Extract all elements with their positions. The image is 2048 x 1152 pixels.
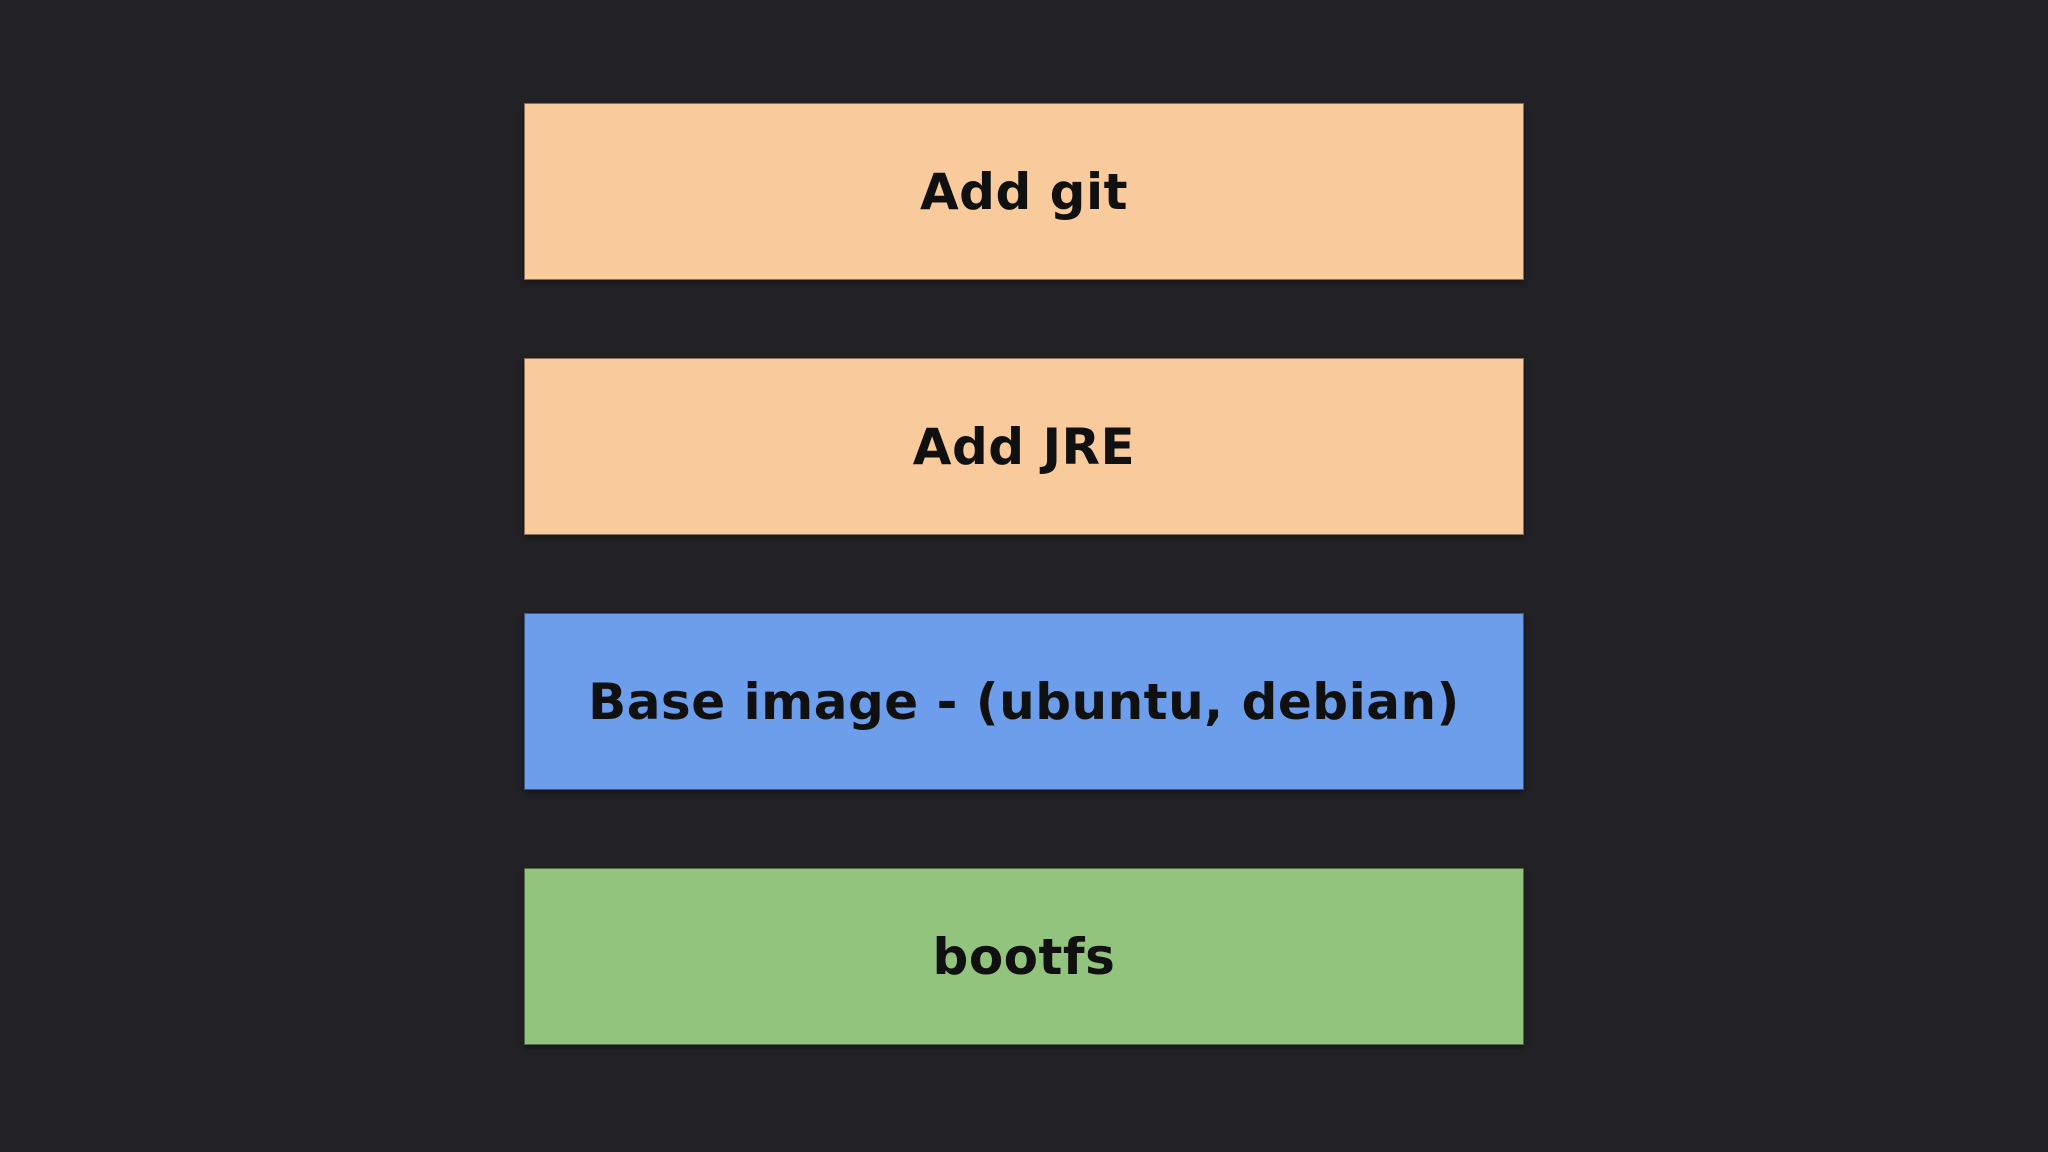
layer-add-jre-label: Add JRE: [912, 417, 1136, 476]
layer-bootfs: bootfs: [524, 868, 1524, 1045]
layer-add-git-label: Add git: [919, 162, 1129, 221]
layer-add-git: Add git: [524, 103, 1524, 280]
layer-add-jre: Add JRE: [524, 358, 1524, 535]
layer-base-image: Base image - (ubuntu, debian): [524, 613, 1524, 790]
layer-stack: Add git Add JRE Base image - (ubuntu, de…: [524, 103, 1524, 1045]
layer-bootfs-label: bootfs: [932, 927, 1116, 986]
layer-base-image-label: Base image - (ubuntu, debian): [588, 672, 1460, 731]
